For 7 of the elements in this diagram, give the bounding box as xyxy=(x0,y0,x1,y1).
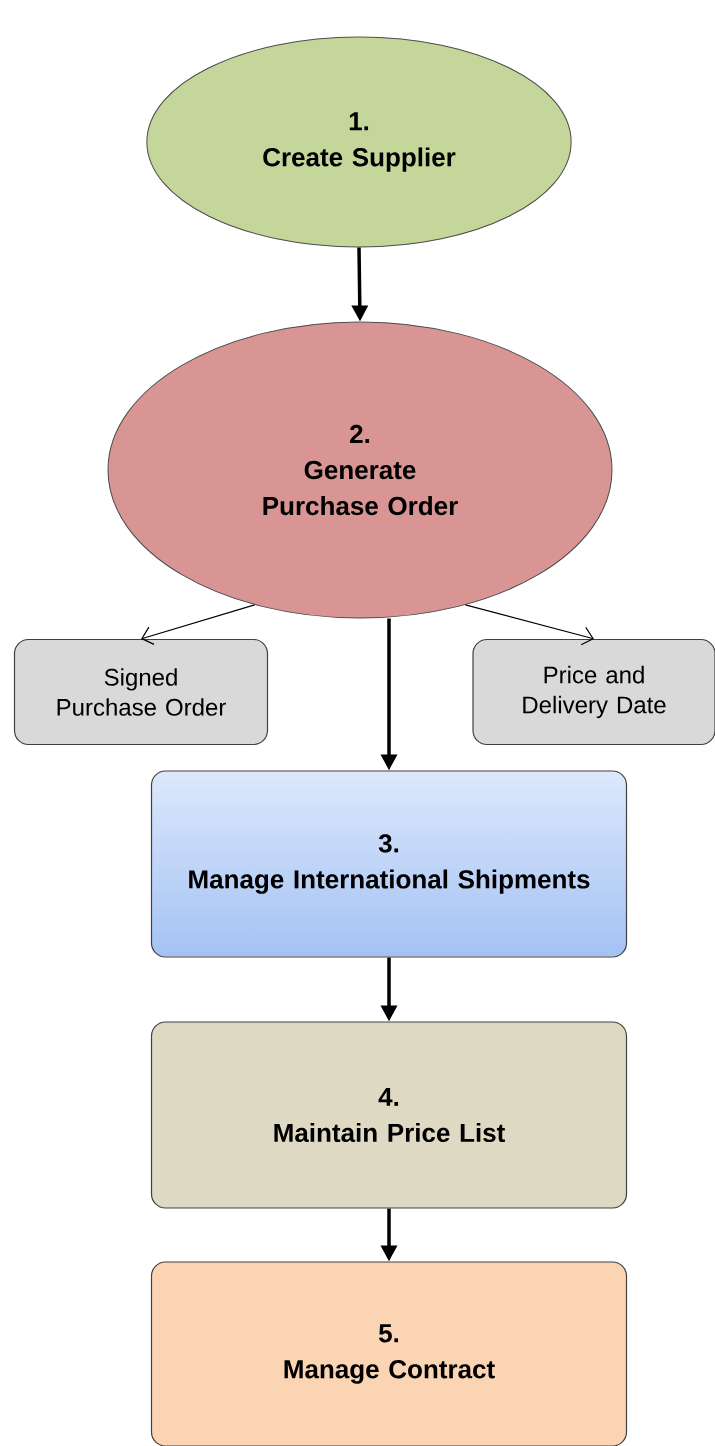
arrow xyxy=(141,604,256,645)
process-box: 3. Manage International Shipments xyxy=(150,770,628,958)
process-box: 4. Maintain Price List xyxy=(150,1021,628,1209)
output-box: Signed Purchase Order xyxy=(13,638,269,746)
process-box: 5. Manage Contract xyxy=(150,1261,628,1446)
output-box: Price and Delivery Date xyxy=(472,638,715,746)
arrow xyxy=(464,604,594,646)
